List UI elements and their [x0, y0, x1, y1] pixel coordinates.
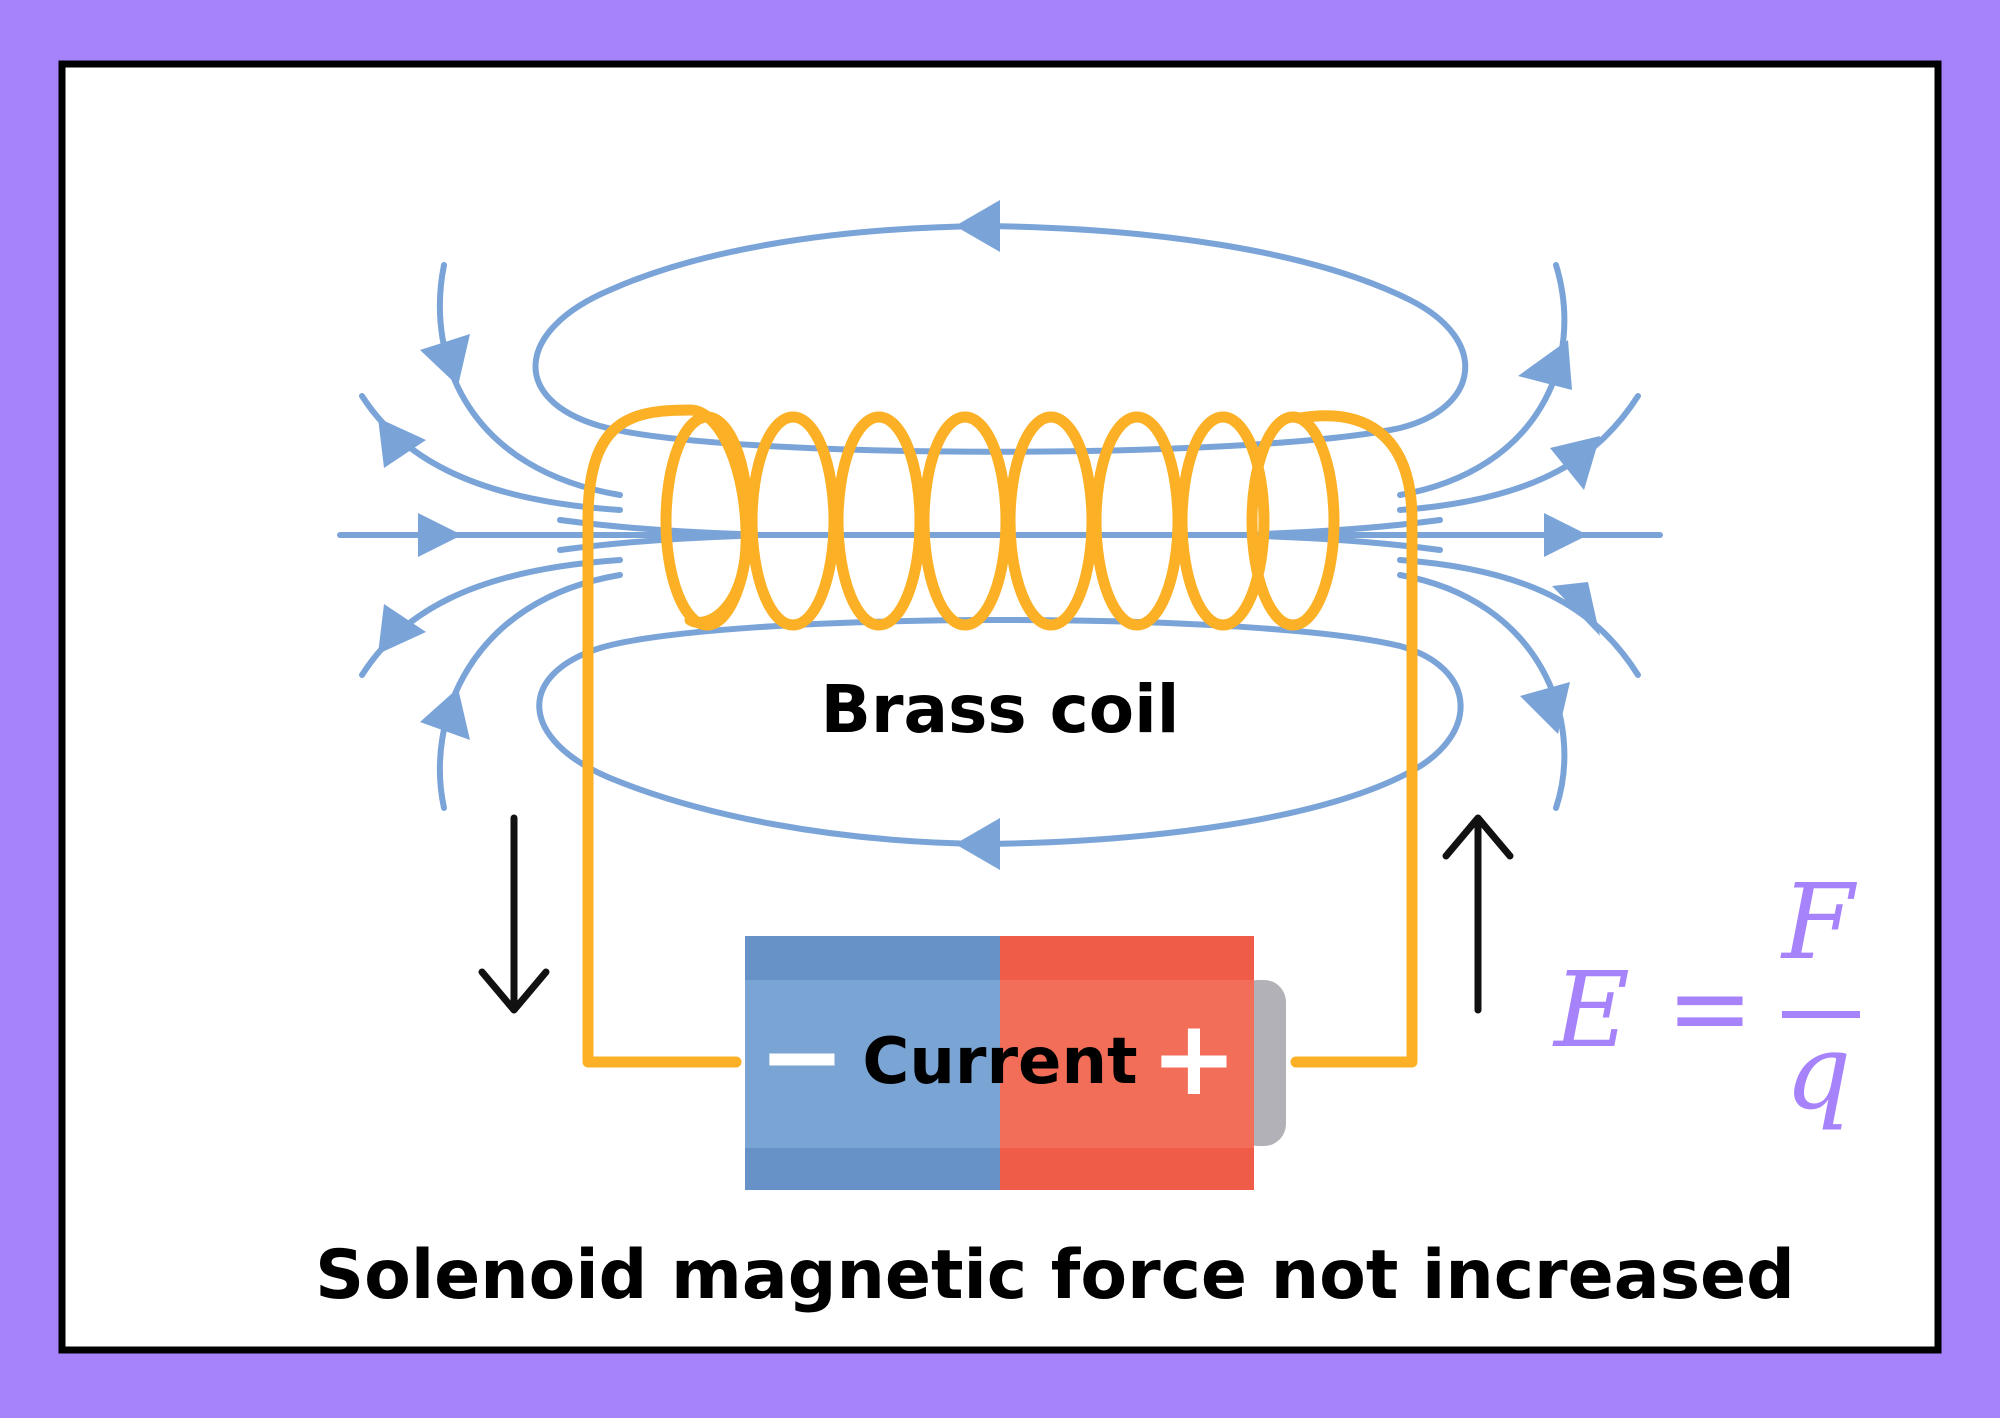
diagram-caption: Solenoid magnetic force not increased [315, 1236, 1795, 1315]
coil-turn [1246, 411, 1340, 631]
field-line-right-2 [1397, 393, 1641, 513]
battery-negative-half [745, 936, 1000, 1190]
formula-denominator: q [1785, 1011, 1852, 1133]
battery-band-bottom-pos [1000, 1148, 1254, 1190]
field-line-right-4 [1397, 572, 1568, 811]
arrow-left-4 [420, 688, 470, 740]
battery-positive-half [1000, 936, 1254, 1190]
circuit-wire-right [1290, 410, 1418, 1068]
field-line-right-3 [1397, 557, 1641, 678]
formula-numerator: F [1780, 861, 1858, 983]
arrow-right-3 [1552, 582, 1600, 636]
battery-plus-sign: + [1150, 997, 1237, 1119]
field-line-left-inner-bottom [557, 533, 743, 553]
formula-equals: = [1666, 947, 1753, 1069]
arrow-left-2 [378, 418, 426, 468]
field-loop-top [532, 222, 1468, 455]
field-line-right-inner-bottom [1257, 533, 1443, 553]
current-direction-arrows [478, 814, 1514, 1014]
field-line-left-4 [436, 572, 623, 811]
current-arrow-up [1442, 814, 1514, 1014]
arrow-center-left [418, 513, 462, 557]
field-direction-arrows [378, 200, 1600, 870]
field-line-right-1 [1397, 262, 1568, 498]
formula-lhs: E [1552, 949, 1630, 1071]
field-line-left-1 [436, 262, 623, 498]
arrow-left-3 [378, 604, 426, 654]
battery-label: Current [862, 1025, 1137, 1099]
coil-turn [1176, 411, 1270, 631]
arrow-right-1 [1518, 340, 1572, 390]
current-arrow-down [478, 814, 550, 1014]
magnetic-field-lines [337, 222, 1663, 848]
arrow-top-loop [955, 200, 1000, 252]
battery-band-top-pos [1000, 936, 1254, 980]
field-line-left-2 [359, 393, 623, 513]
arrow-right-2 [1550, 436, 1600, 490]
electric-field-formula: E = F q [1552, 861, 1860, 1133]
field-loop-bottom [536, 616, 1464, 848]
arrow-left-1 [420, 334, 470, 386]
arrow-bottom-loop [955, 818, 1000, 870]
battery-band-top-neg [745, 936, 1000, 980]
battery-band-bottom-neg [745, 1148, 1000, 1190]
field-line-right-inner-top [1257, 517, 1443, 537]
brass-coil [582, 404, 1418, 1068]
battery-minus-sign: − [758, 995, 845, 1117]
arrow-right-4 [1520, 682, 1570, 734]
arrow-center-right [1544, 513, 1588, 557]
field-line-left-inner-top [557, 517, 743, 537]
battery: − + Current [745, 936, 1286, 1190]
coil-label: Brass coil [821, 671, 1180, 748]
formula-fraction-bar [1782, 1011, 1860, 1018]
